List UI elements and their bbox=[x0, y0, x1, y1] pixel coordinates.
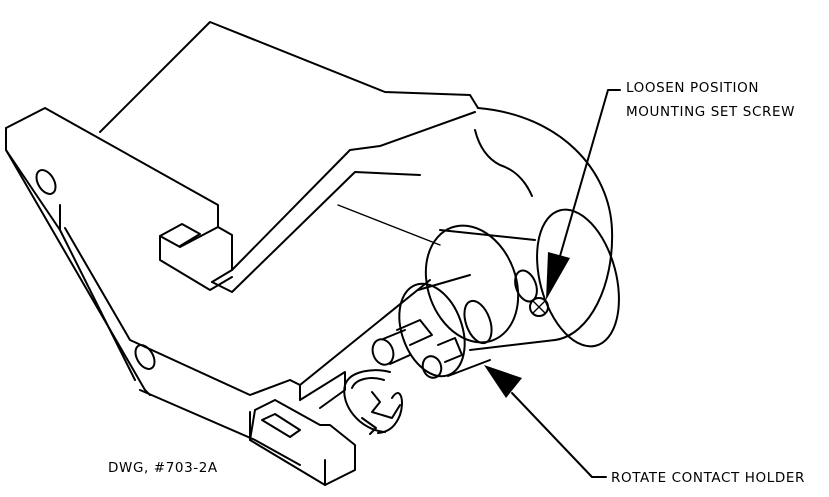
rotate-arrow-icon bbox=[343, 369, 403, 435]
contact-holder bbox=[398, 274, 493, 378]
mounting-hole-upper bbox=[35, 169, 57, 195]
contact-housing bbox=[474, 107, 620, 348]
set-screw-head bbox=[529, 297, 549, 317]
mounting-hole-lower bbox=[134, 344, 156, 370]
bracket-top-arm bbox=[5, 21, 479, 293]
callout-contact-holder: ROTATE CONTACT HOLDER bbox=[611, 470, 805, 486]
callout-set-screw-line1: LOOSEN POSITION bbox=[626, 80, 759, 96]
leader-set-screw bbox=[546, 89, 621, 300]
callout-set-screw-line2: MOUNTING SET SCREW bbox=[626, 104, 795, 120]
set-screw-collar bbox=[424, 224, 556, 351]
bracket-bottom-tab bbox=[249, 279, 431, 486]
contact-pins bbox=[371, 319, 463, 379]
drawing-number: DWG, #703-2A bbox=[108, 460, 218, 476]
bracket-side-plate bbox=[5, 127, 301, 466]
leader-contact-holder bbox=[484, 365, 607, 478]
